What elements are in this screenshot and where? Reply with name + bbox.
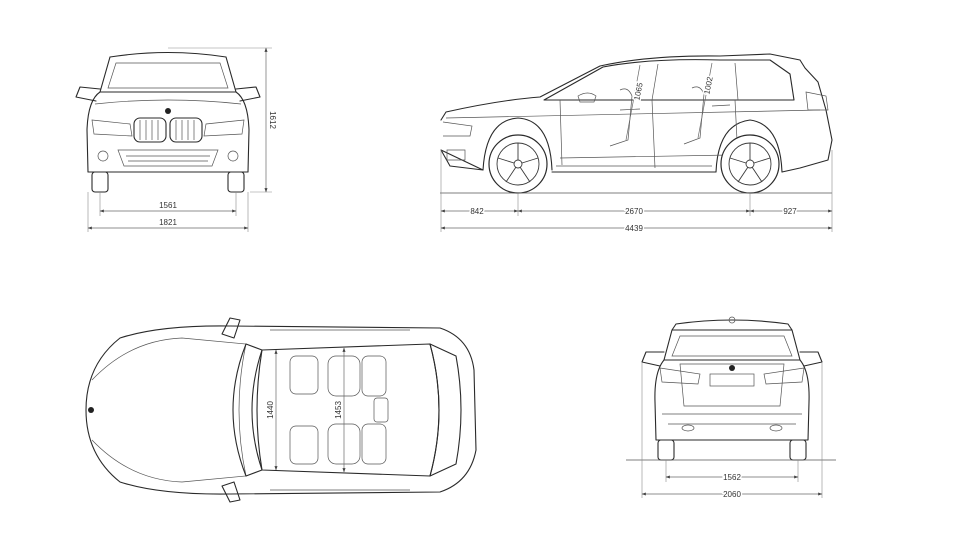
rear-view-car-outline <box>626 316 836 461</box>
rear-headroom-line <box>697 62 713 139</box>
side-view: 1065 1002 842 2670 927 4439 <box>440 53 833 235</box>
rear-shoulder-label: 1453 <box>334 401 343 419</box>
rear-headroom-label: 1002 <box>702 75 714 95</box>
front-headroom-label: 1065 <box>632 81 644 101</box>
front-view-car-outline <box>75 51 261 193</box>
rear-view: 1562 2060 <box>626 316 836 501</box>
rear-track-label: 1562 <box>723 473 741 482</box>
wheelbase-label: 2670 <box>625 207 643 216</box>
side-view-car-outline <box>440 53 833 194</box>
rear-overhang-label: 927 <box>783 207 797 216</box>
top-view-car-outline <box>85 317 477 503</box>
front-overhang-label: 842 <box>470 207 484 216</box>
brand-logo <box>165 108 171 114</box>
front-width-label: 1821 <box>159 218 177 227</box>
top-view: 1440 1453 <box>85 317 477 503</box>
length-label: 4439 <box>625 224 643 233</box>
brand-logo-top <box>88 407 94 413</box>
brand-logo-rear <box>729 365 735 371</box>
front-height-label: 1612 <box>268 111 277 129</box>
front-headroom-line <box>625 64 641 141</box>
rear-width-label: 2060 <box>723 490 741 499</box>
front-track-label: 1561 <box>159 201 177 210</box>
front-view: 1612 1561 1821 <box>75 47 279 232</box>
front-shoulder-label: 1440 <box>266 401 275 419</box>
